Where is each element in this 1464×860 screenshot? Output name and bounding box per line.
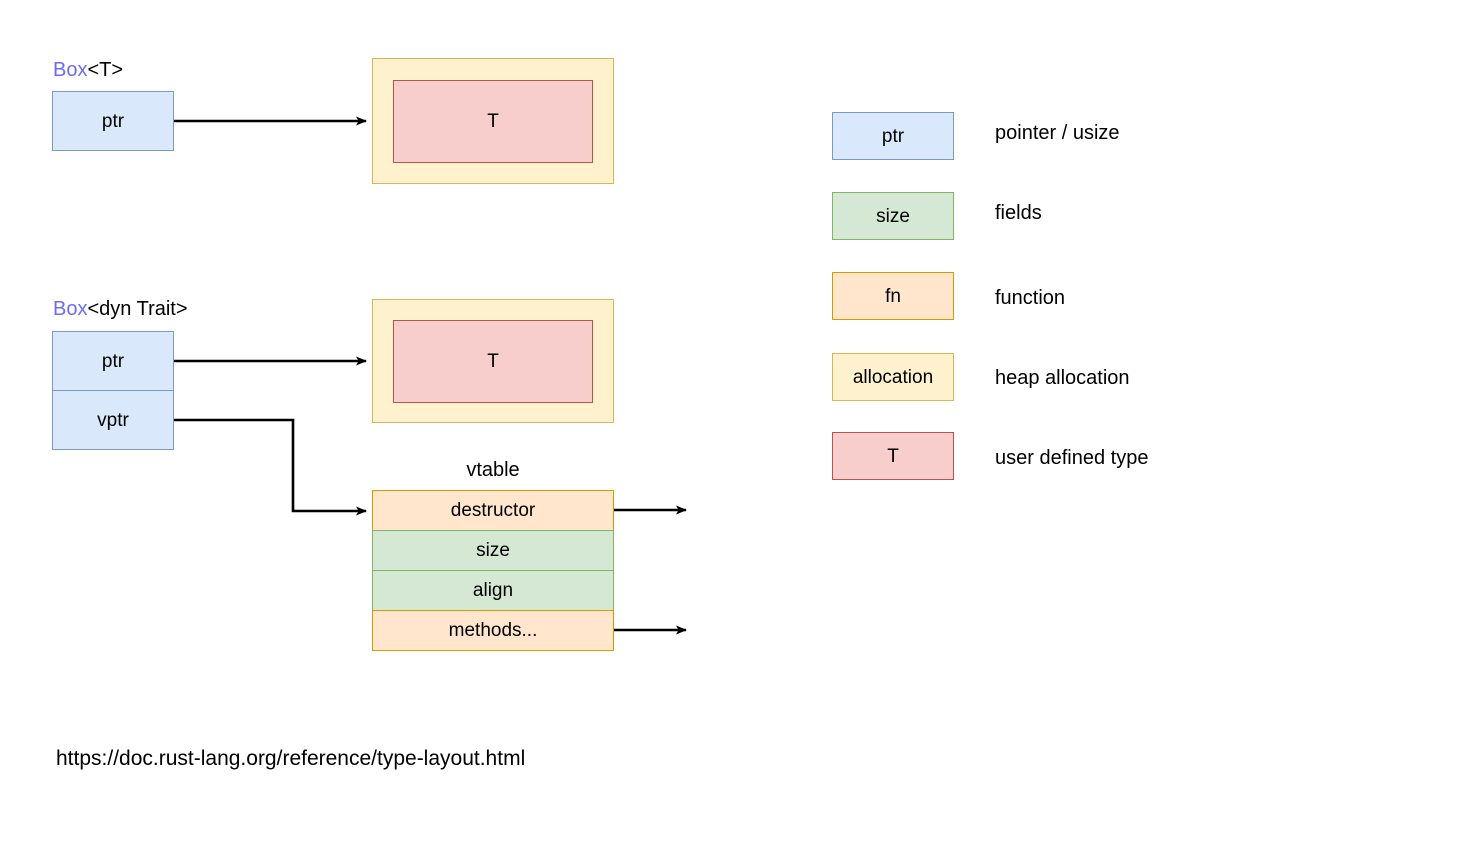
box-t-stack-cell-ptr: ptr xyxy=(52,91,174,151)
legend-description-fn-text: function xyxy=(995,287,1066,309)
box-dyn-stack-cell-ptr-label: ptr xyxy=(101,350,125,372)
box-t-heap-inner-type: T xyxy=(393,80,593,163)
box-t-title-generic: <T> xyxy=(87,59,124,81)
box-t-title: Box<T> xyxy=(53,60,123,80)
vtable-row-methods: methods... xyxy=(372,610,614,651)
legend-swatch-fn: fn xyxy=(832,272,954,320)
vtable-row-methods-label: methods... xyxy=(448,620,538,641)
legend-description-type: user defined type xyxy=(995,448,1148,468)
box-t-heap-inner-type-label: T xyxy=(487,111,499,132)
box-dyn-heap-inner-type-label: T xyxy=(487,351,499,372)
vtable-row-align-label: align xyxy=(472,580,514,601)
legend-swatch-type: T xyxy=(832,432,954,480)
box-dyn-stack-cell-vptr-label: vptr xyxy=(97,409,129,431)
legend-description-size: fields xyxy=(995,203,1042,223)
legend-description-allocation: heap allocation xyxy=(995,368,1130,388)
legend-swatch-fn-label: fn xyxy=(885,285,901,307)
box-dyn-heap-inner-type: T xyxy=(393,320,593,403)
legend-swatch-ptr: ptr xyxy=(832,112,954,160)
vtable-caption: vtable xyxy=(372,460,614,480)
connector-boxdyn-vptr-to-vtable xyxy=(174,418,367,516)
legend-description-ptr-text: pointer / usize xyxy=(995,122,1120,144)
box-dyn-title-keyword: Box xyxy=(53,298,88,320)
source-url-text: https://doc.rust-lang.org/reference/type… xyxy=(56,747,526,770)
box-t-title-keyword: Box xyxy=(53,59,88,81)
vtable-caption-label: vtable xyxy=(466,459,520,481)
legend-description-allocation-text: heap allocation xyxy=(995,367,1130,389)
vtable-row-align: align xyxy=(372,570,614,611)
box-dyn-stack-cell-vptr: vptr xyxy=(52,390,174,450)
source-url: https://doc.rust-lang.org/reference/type… xyxy=(56,748,525,769)
legend-swatch-size-label: size xyxy=(876,205,910,227)
legend-description-ptr: pointer / usize xyxy=(995,123,1120,143)
box-dyn-title-generic: <dyn Trait> xyxy=(87,298,188,320)
vtable-row-size-label: size xyxy=(476,540,510,561)
vtable-row-size: size xyxy=(372,530,614,571)
legend-description-type-text: user defined type xyxy=(995,447,1149,469)
box-dyn-title: Box<dyn Trait> xyxy=(53,299,188,319)
legend-swatch-ptr-label: ptr xyxy=(881,125,905,147)
legend-description-fn: function xyxy=(995,288,1065,308)
vtable-row-destructor-label: destructor xyxy=(450,500,536,521)
legend-swatch-size: size xyxy=(832,192,954,240)
box-t-stack-cell-ptr-label: ptr xyxy=(101,110,125,132)
legend-swatch-allocation-label: allocation xyxy=(852,366,934,388)
vtable-row-destructor: destructor xyxy=(372,490,614,531)
legend-swatch-allocation: allocation xyxy=(832,353,954,401)
box-dyn-stack-cell-ptr: ptr xyxy=(52,331,174,391)
legend-swatch-type-label: T xyxy=(887,445,899,467)
legend-description-size-text: fields xyxy=(995,202,1042,224)
